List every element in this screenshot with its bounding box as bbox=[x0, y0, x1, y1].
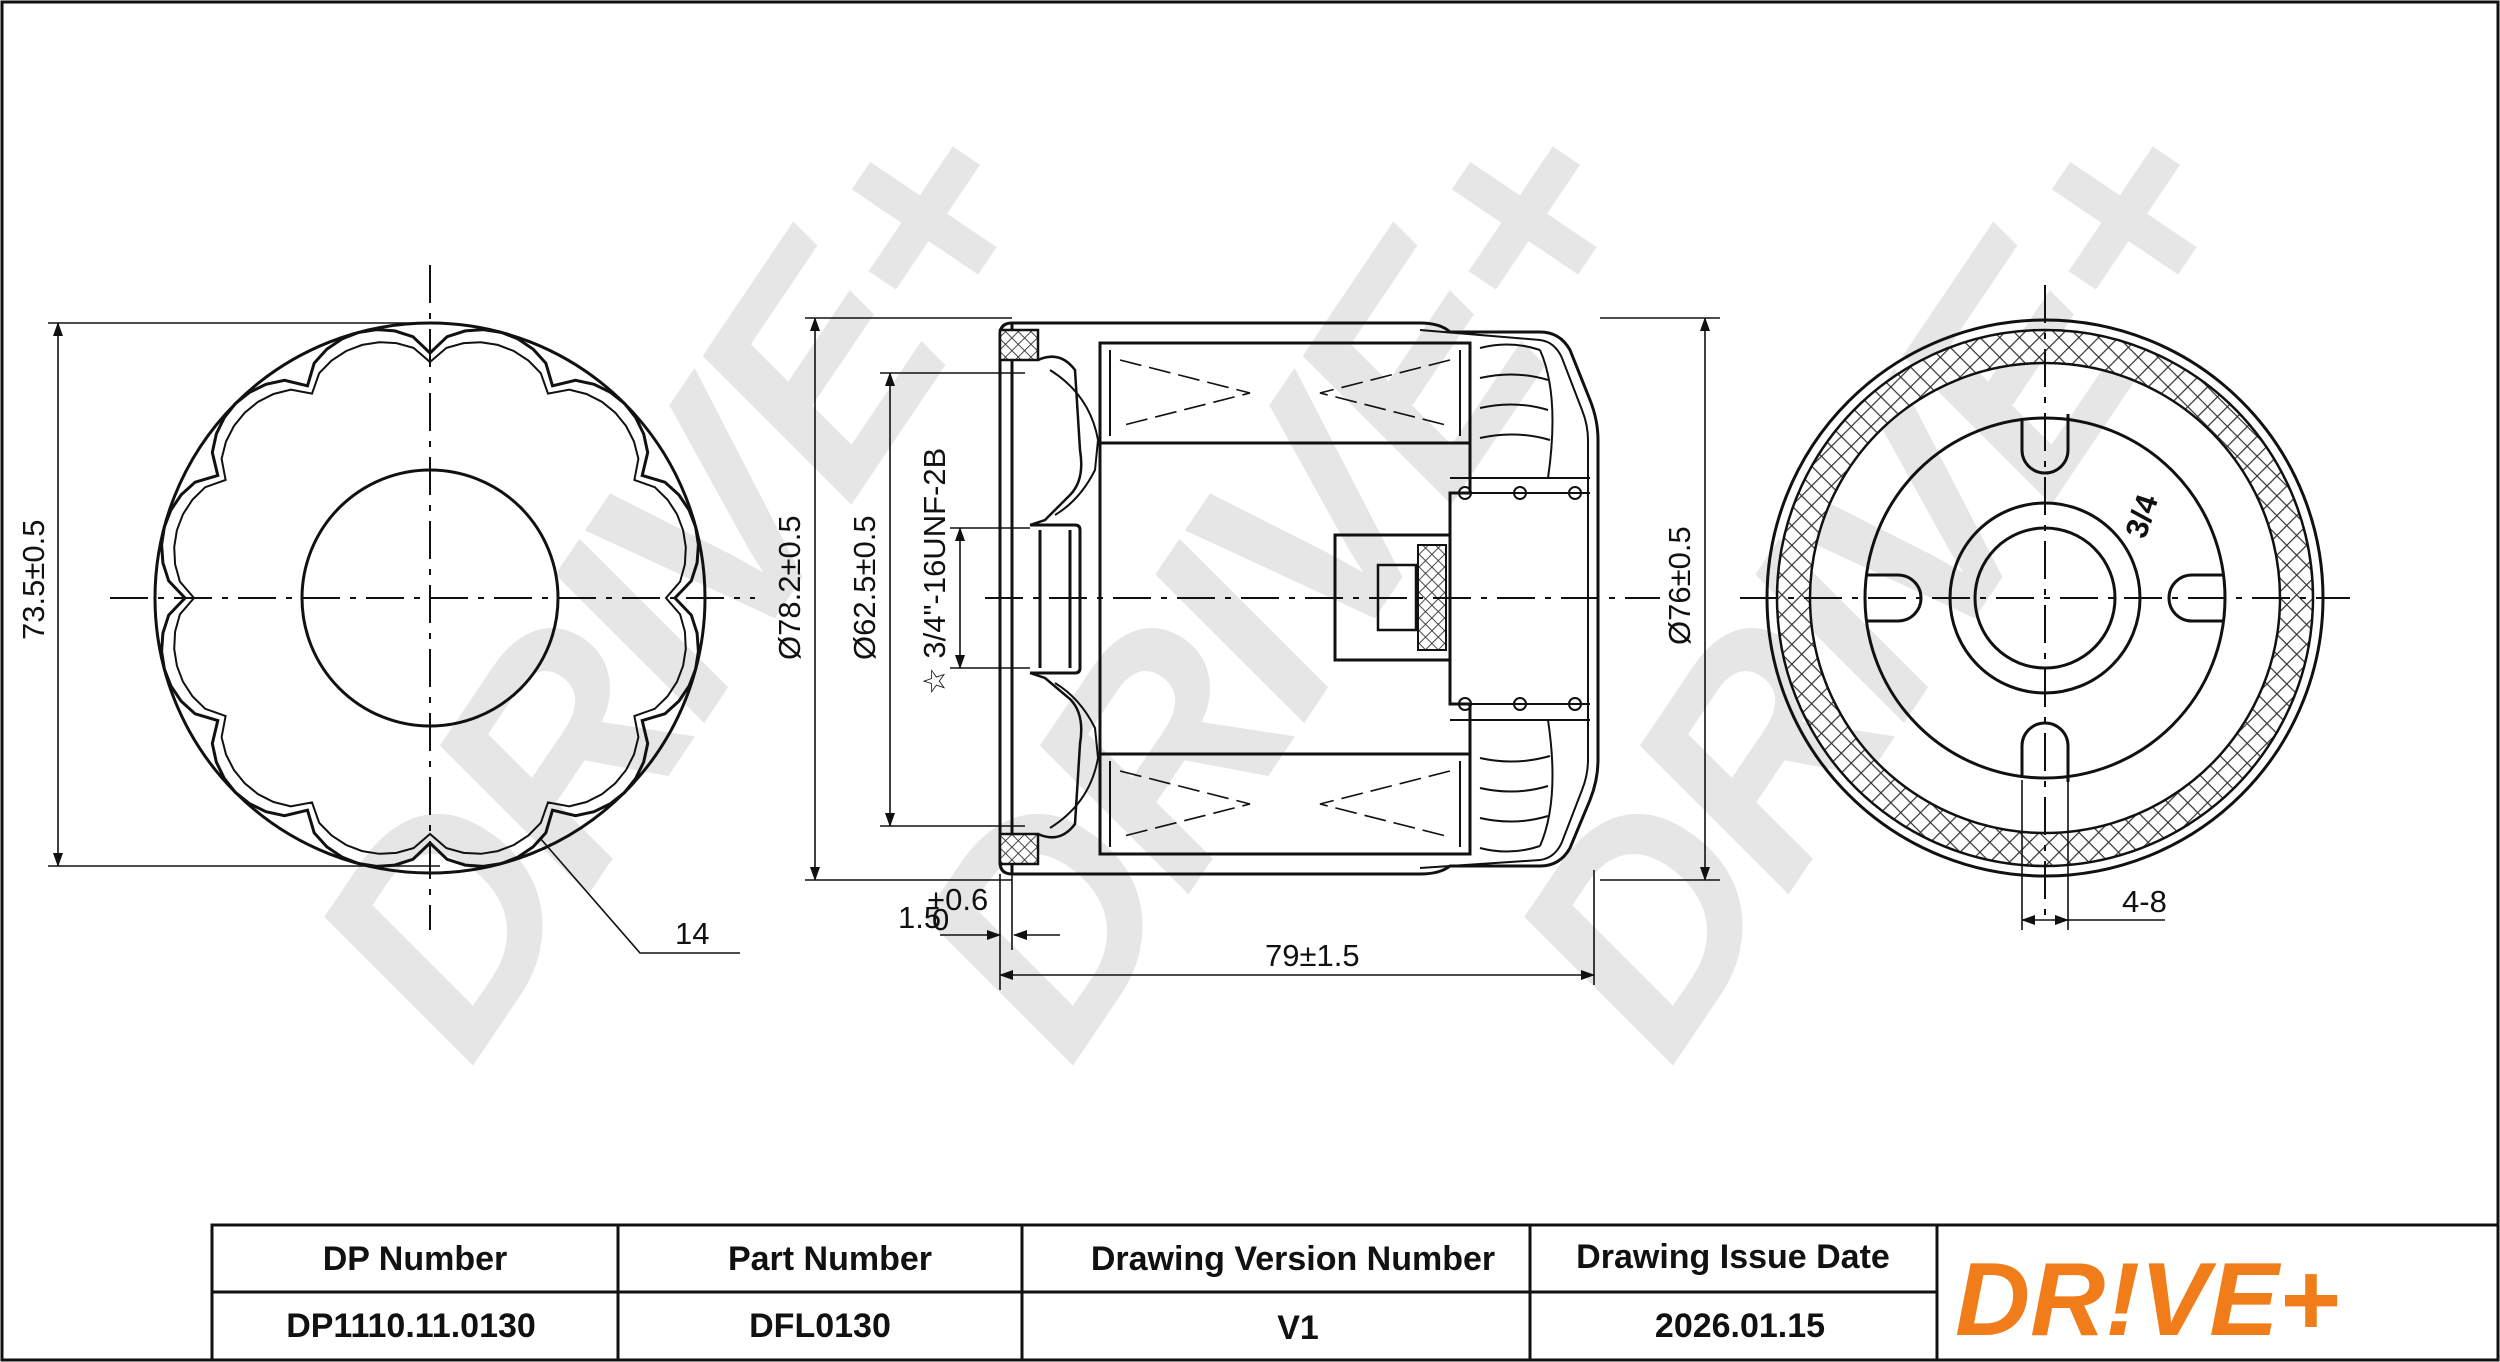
end-cap-ribs-bottom bbox=[1450, 719, 1590, 854]
offset-dimension-label: 1.5 bbox=[898, 900, 941, 935]
slot-dimension-label: 4-8 bbox=[2122, 884, 2167, 919]
thread-dimension-label: ☆ 3/4"-16UNF-2B bbox=[917, 448, 952, 695]
rivet bbox=[1513, 486, 1527, 500]
hex-leader-line bbox=[539, 837, 740, 954]
gasket-bottom bbox=[998, 832, 1040, 866]
title-block-text: DP Number Part Number Drawing Version Nu… bbox=[286, 1238, 1890, 1347]
rivet bbox=[1568, 486, 1582, 500]
part-number-value: DFL0130 bbox=[749, 1307, 891, 1345]
base-view-slot-right bbox=[2167, 573, 2224, 623]
rivet bbox=[1458, 697, 1472, 711]
base-view bbox=[1600, 285, 2350, 930]
dp-number-value: DP1110.11.0130 bbox=[286, 1307, 536, 1345]
version-value: V1 bbox=[1277, 1309, 1319, 1347]
end-cap-ribs-mid bbox=[1450, 492, 1590, 705]
base-plate-curve-bottom bbox=[1029, 671, 1083, 839]
offset-dimension-upper: +0.6 bbox=[927, 882, 988, 917]
rivet bbox=[1513, 697, 1527, 711]
title-block bbox=[210, 1223, 2500, 1362]
base-plate-inner-bottom bbox=[1049, 682, 1100, 829]
section-view bbox=[805, 317, 1660, 990]
top-view-scallop-inner bbox=[173, 341, 687, 855]
base-view-slot-bottom bbox=[2020, 721, 2070, 782]
gasket-top bbox=[998, 328, 1040, 362]
hex-dimension-label: 14 bbox=[675, 916, 709, 951]
end-cap-ribs-top bbox=[1450, 343, 1590, 479]
base-view-slot-top bbox=[2020, 414, 2070, 475]
filter-element-top-pleat bbox=[1119, 359, 1451, 427]
bd-dimension-label: Ø76±0.5 bbox=[1662, 526, 1697, 645]
brand-logo: DR!VE+ bbox=[1955, 1242, 2339, 1358]
length-dimension-label: 79±1.5 bbox=[1265, 938, 1360, 973]
offset-dimension-lower: 0 bbox=[932, 902, 949, 937]
filter-element-bottom-pleat bbox=[1119, 770, 1451, 838]
base-plate-inner-top bbox=[1049, 369, 1100, 516]
height-dimension-label: 73.5±0.5 bbox=[16, 520, 51, 640]
rivet bbox=[1458, 486, 1472, 500]
section-body-inner-outline bbox=[1419, 329, 1589, 869]
issue-date-header: Drawing Issue Date bbox=[1576, 1238, 1890, 1276]
dp-number-header: DP Number bbox=[323, 1240, 508, 1278]
od-dimension-label: Ø78.2±0.5 bbox=[772, 515, 807, 660]
part-number-header: Part Number bbox=[728, 1240, 932, 1278]
base-plate-curve-top bbox=[1029, 355, 1083, 527]
gasket-dimension-label: Ø62.5±0.5 bbox=[847, 515, 882, 660]
version-header: Drawing Version Number bbox=[1091, 1240, 1495, 1278]
base-view-gasket-ring bbox=[1775, 328, 2315, 868]
issue-date-value: 2026.01.15 bbox=[1655, 1307, 1825, 1345]
top-view bbox=[48, 265, 755, 954]
rivet bbox=[1568, 697, 1582, 711]
